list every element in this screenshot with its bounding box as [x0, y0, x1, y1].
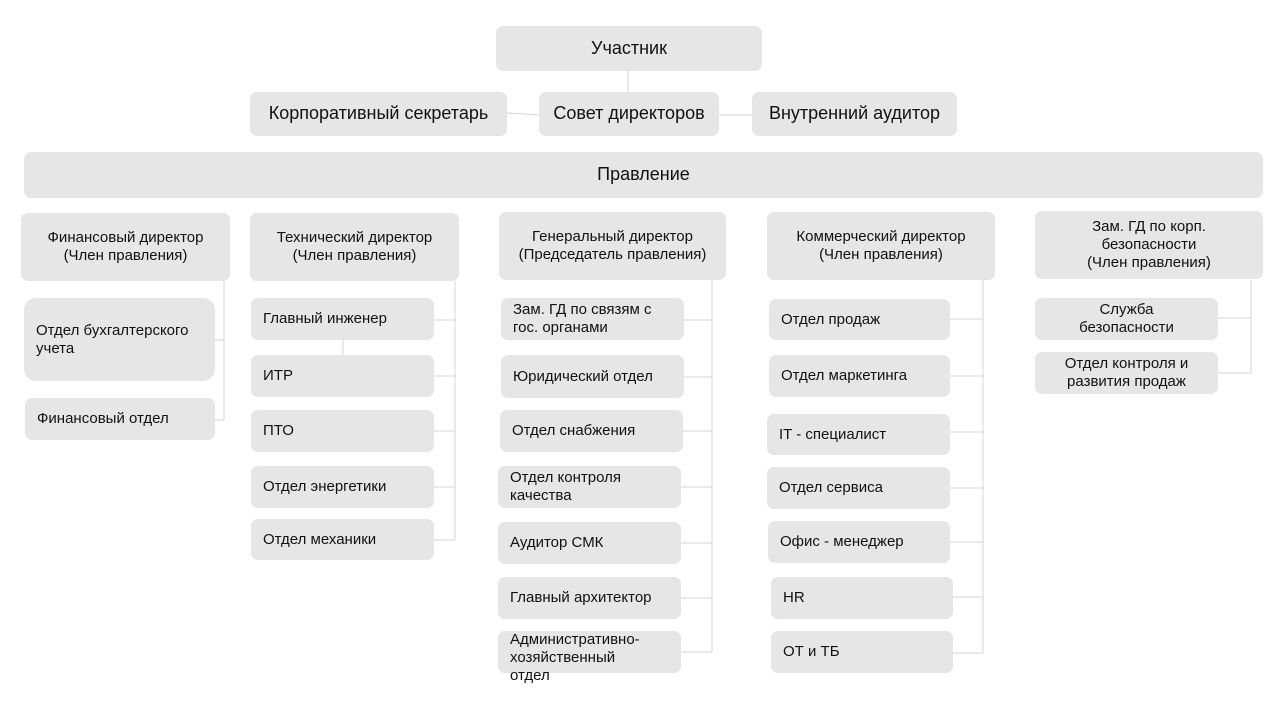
security-head-label: Зам. ГД по корп. безопасности (Член прав… — [1087, 218, 1211, 271]
cco-item-it: IT - специалист — [767, 414, 950, 455]
cco-item-office-manager: Офис - менеджер — [768, 521, 950, 563]
cco-item-service: Отдел сервиса — [767, 467, 950, 509]
cfo-item-label: Отдел бухгалтерского учета — [36, 321, 189, 357]
cto-item-chief-engineer: Главный инженер — [251, 298, 434, 340]
cto-item-label: ИТР — [263, 367, 293, 384]
cco-item-label: IT - специалист — [779, 425, 887, 443]
cco-item-marketing: Отдел маркетинга — [769, 355, 950, 397]
connector — [506, 112, 540, 116]
cto-head-label: Технический директор (Член правления) — [276, 229, 433, 264]
management-label: Правление — [597, 164, 690, 185]
cto-item-energy: Отдел энергетики — [251, 466, 434, 508]
ceo-item-admin: Административно- хозяйственный отдел — [498, 631, 681, 684]
ceo-item-qms-auditor: Аудитор СМК — [498, 522, 681, 564]
secretary-box: Корпоративный секретарь — [250, 92, 507, 136]
cto-item-pto: ПТО — [251, 410, 434, 452]
board-box: Совет директоров — [539, 92, 719, 136]
participant-label: Участник — [591, 37, 667, 58]
cfo-item-finance: Финансовый отдел — [25, 398, 215, 440]
management-box: Правление — [24, 152, 1263, 198]
cco-head: Коммерческий директор (Член правления) — [767, 212, 995, 280]
ceo-item-chief-architect: Главный архитектор — [498, 577, 681, 619]
ceo-item-label: Главный архитектор — [510, 589, 652, 606]
ceo-item-gov-relations: Зам. ГД по связям с гос. органами — [501, 298, 684, 340]
ceo-item-procurement: Отдел снабжения — [500, 410, 683, 452]
cco-item-sales: Отдел продаж — [769, 299, 950, 340]
ceo-item-label: Отдел снабжения — [512, 422, 636, 439]
cto-item-label: Главный инженер — [263, 310, 387, 327]
ceo-item-label: Зам. ГД по связям с гос. органами — [513, 301, 652, 336]
cto-item-label: ПТО — [263, 422, 294, 439]
ceo-item-label: Отдел контроля качества — [510, 469, 622, 504]
security-item-sales-control: Отдел контроля и развития продаж — [1035, 352, 1218, 394]
participant-box: Участник — [496, 26, 762, 71]
cfo-item-label: Финансовый отдел — [37, 410, 169, 427]
board-label: Совет директоров — [553, 103, 705, 124]
cto-item-itr: ИТР — [251, 355, 434, 397]
security-item-service: Служба безопасности — [1035, 298, 1218, 340]
cto-item-label: Отдел энергетики — [263, 478, 387, 495]
ceo-item-label: Юридический отдел — [513, 367, 653, 385]
cfo-item-accounting: Отдел бухгалтерского учета — [24, 298, 215, 381]
cto-head: Технический директор (Член правления) — [250, 213, 459, 281]
security-item-label: Служба безопасности — [1079, 301, 1174, 336]
cco-item-label: ОТ и ТБ — [783, 643, 840, 660]
cto-item-label: Отдел механики — [263, 530, 377, 548]
cfo-head-label: Финансовый директор (Член правления) — [47, 229, 204, 264]
ceo-item-label: Аудитор СМК — [510, 534, 604, 551]
cco-head-label: Коммерческий директор (Член правления) — [796, 228, 966, 263]
cto-item-mechanics: Отдел механики — [251, 519, 434, 560]
cco-item-label: Отдел маркетинга — [781, 367, 908, 384]
auditor-box: Внутренний аудитор — [752, 92, 957, 136]
cfo-head: Финансовый директор (Член правления) — [21, 213, 230, 281]
cco-item-label: Отдел сервиса — [779, 479, 883, 496]
ceo-head: Генеральный директор (Председатель правл… — [499, 212, 726, 280]
cco-item-hr: HR — [771, 577, 953, 619]
cco-item-label: Отдел продаж — [781, 310, 881, 328]
security-item-label: Отдел контроля и развития продаж — [1064, 355, 1189, 390]
cco-item-ot-tb: ОТ и ТБ — [771, 631, 953, 673]
ceo-head-label: Генеральный директор (Председатель правл… — [518, 228, 707, 263]
cco-item-label: HR — [783, 589, 805, 606]
security-head: Зам. ГД по корп. безопасности (Член прав… — [1035, 211, 1263, 279]
ceo-item-quality-control: Отдел контроля качества — [498, 466, 681, 508]
cco-item-label: Офис - менеджер — [780, 533, 904, 550]
secretary-label: Корпоративный секретарь — [268, 103, 489, 124]
ceo-item-label: Административно- хозяйственный отдел — [510, 631, 640, 684]
auditor-label: Внутренний аудитор — [768, 103, 941, 124]
ceo-item-legal: Юридический отдел — [501, 355, 684, 398]
